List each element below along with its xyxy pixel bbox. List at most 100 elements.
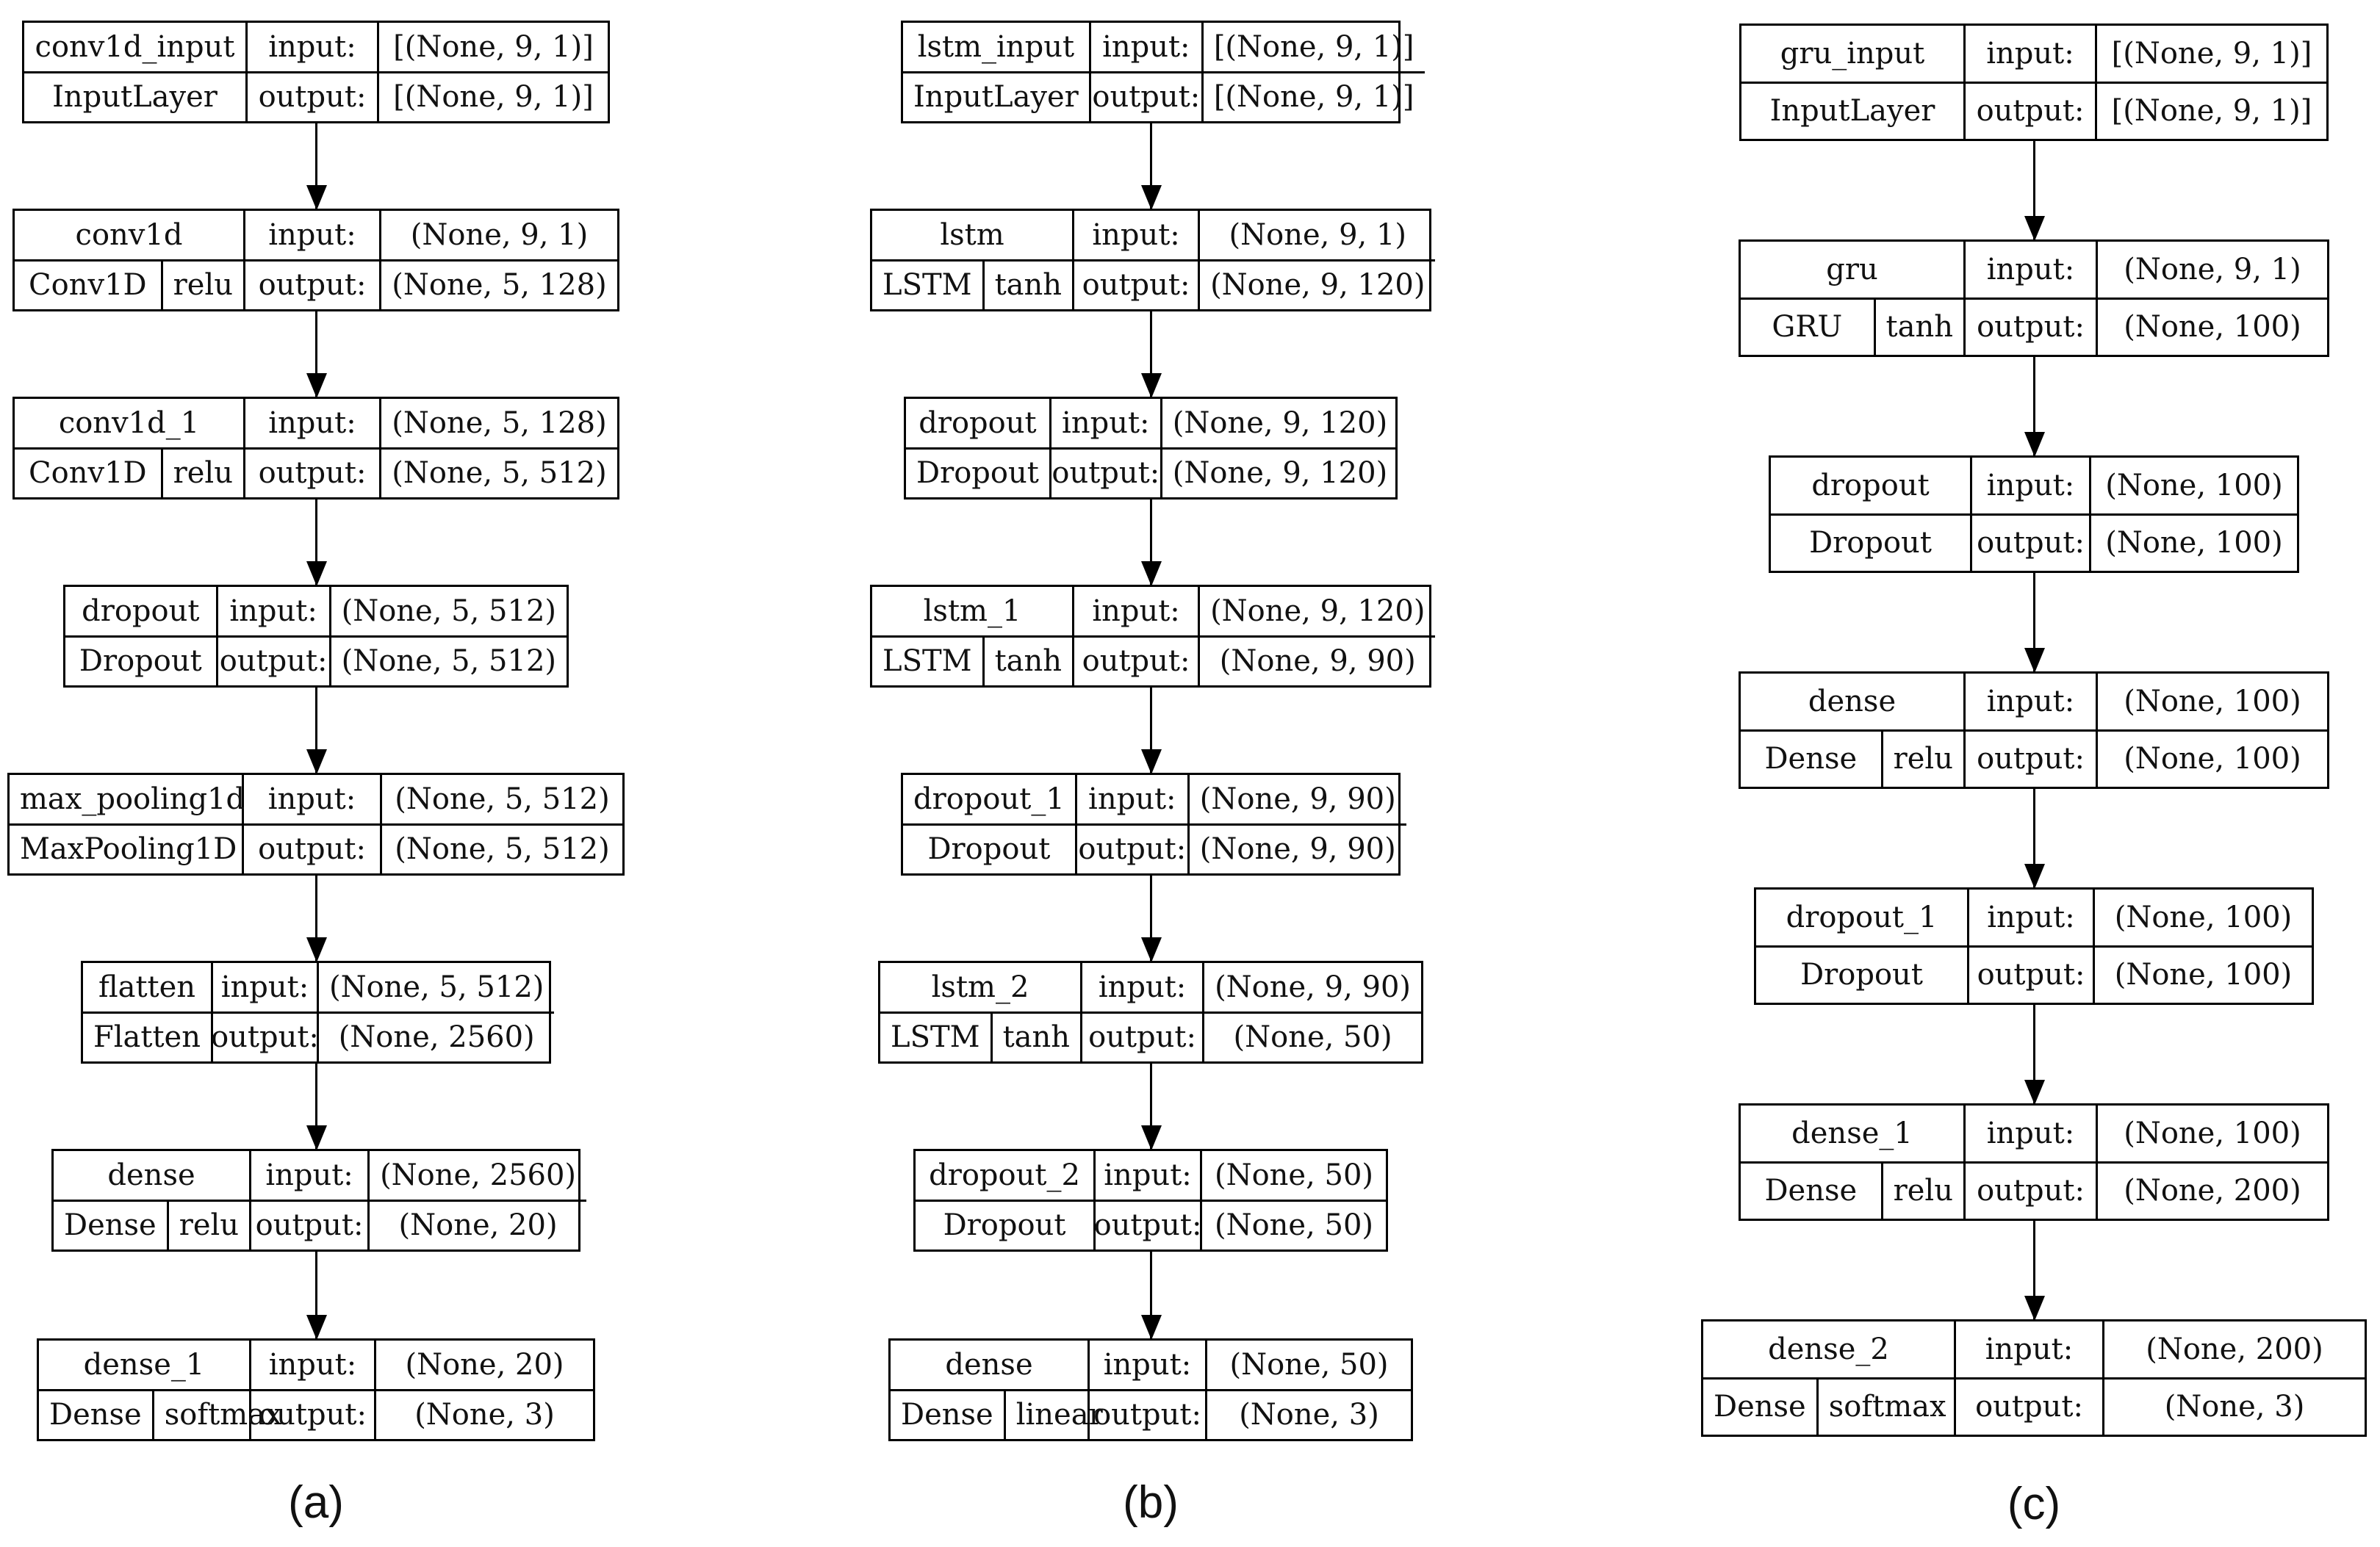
shape-row-input: input:(None, 100) xyxy=(1972,458,2297,513)
connector-arrow xyxy=(2033,789,2035,887)
layer-shapes: input:(None, 9, 120)output:(None, 9, 90) xyxy=(1074,587,1436,685)
shape-row-output: output:(None, 100) xyxy=(1972,513,2297,571)
output-label: output: xyxy=(259,1398,367,1432)
input-label: input: xyxy=(1104,1158,1192,1192)
shape-row-input: input:(None, 9, 1) xyxy=(1966,242,2327,298)
layer-type: Dense xyxy=(901,1398,993,1432)
layer-type: Dense xyxy=(64,1208,157,1243)
layer-name-row: dropout xyxy=(906,399,1049,447)
layer-name: max_pooling1d xyxy=(20,782,245,816)
output-shape: [(None, 9, 1)] xyxy=(377,73,608,121)
layer-activation: relu xyxy=(1880,1163,1963,1219)
input-shape: (None, 100) xyxy=(2096,674,2327,729)
output-label: output: xyxy=(1082,268,1190,303)
output-label: output: xyxy=(1977,742,2085,776)
layer-type: Dense xyxy=(1764,1174,1858,1208)
layer-name-row: dense_1 xyxy=(39,1341,249,1389)
layer-name: lstm_input xyxy=(917,29,1075,64)
output-label: output: xyxy=(1977,526,2085,560)
layer-activation: relu xyxy=(160,261,243,309)
layer-name: flatten xyxy=(98,970,196,1004)
connector-arrow xyxy=(2033,357,2035,455)
input-label: input: xyxy=(1092,217,1180,252)
layer-type-row: Dropout xyxy=(1756,945,1967,1003)
input-shape: (None, 100) xyxy=(2093,890,2312,945)
connector-arrow xyxy=(1150,500,1152,585)
diagram-caption: (c) xyxy=(2007,1479,2061,1529)
output-shape: (None, 20) xyxy=(367,1201,586,1250)
layer-activation: tanh xyxy=(982,637,1072,685)
layer-name-row: dense_1 xyxy=(1741,1106,1963,1161)
layer-type: Dense xyxy=(1714,1390,1806,1424)
layer-name: dense xyxy=(107,1158,195,1192)
shape-row-output: output:(None, 9, 90) xyxy=(1076,823,1406,873)
input-label: input: xyxy=(1986,252,2075,286)
input-label: input: xyxy=(268,29,356,64)
shape-row-input: input:(None, 9, 1) xyxy=(1074,211,1435,259)
layer-name: dropout_1 xyxy=(913,782,1065,816)
shape-row-input: input:(None, 2560) xyxy=(251,1151,586,1200)
layer-name-row: dropout_2 xyxy=(916,1151,1093,1200)
input-shape: (None, 9, 90) xyxy=(1202,963,1421,1012)
shape-row-input: input:[(None, 9, 1)] xyxy=(1091,23,1425,71)
connector-arrow xyxy=(315,500,317,585)
input-label: input: xyxy=(1986,1116,2075,1150)
output-label: output: xyxy=(1977,1174,2085,1208)
input-label: input: xyxy=(1092,594,1180,628)
output-label: output: xyxy=(255,1208,364,1243)
input-label: input: xyxy=(1986,36,2074,71)
layer-shapes: input:(None, 9, 90)output:(None, 9, 90) xyxy=(1076,775,1406,873)
layer-name: dropout xyxy=(82,594,200,628)
output-label: output: xyxy=(1088,1020,1196,1055)
output-label: output: xyxy=(1976,94,2085,129)
shape-row-output: output:(None, 5, 512) xyxy=(244,823,622,873)
layer-type: InputLayer xyxy=(913,80,1079,115)
shape-row-input: input:(None, 9, 90) xyxy=(1077,775,1406,823)
input-label: input: xyxy=(1102,29,1190,64)
shape-row-input: input:(None, 9, 90) xyxy=(1082,963,1421,1012)
output-shape: (None, 9, 90) xyxy=(1198,637,1435,685)
input-shape: (None, 100) xyxy=(2096,1106,2327,1161)
layer-name: lstm_2 xyxy=(931,970,1029,1004)
output-shape: (None, 100) xyxy=(2096,731,2327,787)
shape-row-input: input:(None, 9, 1) xyxy=(245,211,617,259)
layer-activation: tanh xyxy=(1873,299,1963,355)
layer-shapes: input:[(None, 9, 1)]output:[(None, 9, 1)… xyxy=(1090,23,1425,121)
layer-type-row: Dense relu xyxy=(1741,1161,1963,1219)
output-shape: (None, 200) xyxy=(2096,1163,2327,1219)
input-label: input: xyxy=(1103,1347,1192,1382)
layer-shapes: input: (None, 100) output: (None, 200) xyxy=(1966,1106,2327,1219)
input-label: input: xyxy=(268,1347,357,1382)
shape-row-output: output:(None, 100) xyxy=(1966,297,2327,355)
output-shape: (None, 5, 512) xyxy=(379,449,617,497)
layer-shapes: input:(None, 20)output:(None, 3) xyxy=(251,1341,593,1439)
layer-shapes: input:(None, 5, 512)output:(None, 5, 512… xyxy=(244,775,622,873)
